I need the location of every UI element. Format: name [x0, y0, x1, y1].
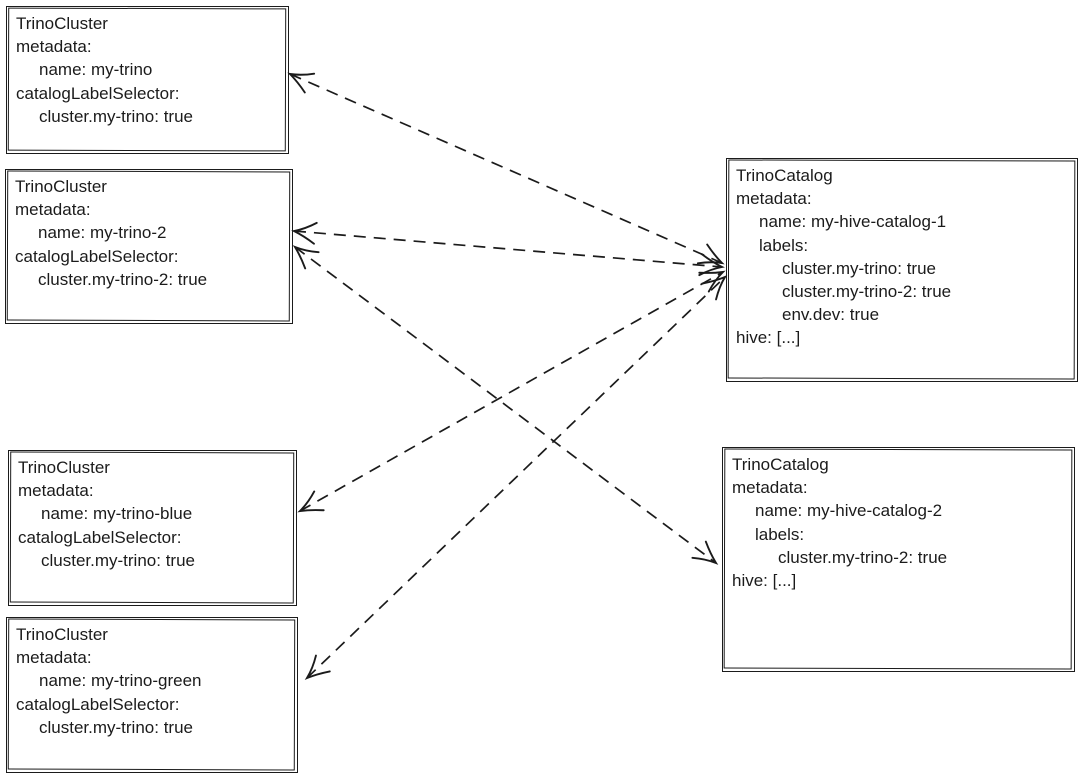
yaml-line: name: my-hive-catalog-2: [755, 501, 943, 521]
yaml-line: cluster.my-trino-2: true: [778, 547, 948, 567]
yaml-line: hive: [...]: [732, 571, 797, 591]
yaml-line: name: my-trino-2: [38, 223, 167, 243]
yaml-line: hive: [...]: [736, 328, 801, 348]
yaml-line: cluster.my-trino: true: [39, 717, 193, 737]
edge-catalog-1--my-trino-blue: [297, 270, 726, 513]
yaml-line: cluster.my-trino-2: true: [38, 269, 208, 289]
node-trinocatalog-my-hive-catalog-1: TrinoCatalog metadata: name: my-hive-catal…: [726, 158, 1078, 382]
yaml-line: metadata:: [15, 200, 91, 220]
yaml-line: metadata:: [736, 189, 812, 209]
yaml-line: catalogLabelSelector:: [15, 246, 179, 266]
node-trinocluster-my-trino-green: TrinoCluster metadata: name: my-trino-gree…: [6, 617, 298, 773]
yaml-line: metadata:: [16, 37, 92, 57]
node-trinocluster-my-trino: TrinoCluster metadata: name: my-trino catal…: [6, 6, 289, 154]
yaml-line: catalogLabelSelector:: [16, 694, 180, 714]
yaml-line: TrinoCatalog: [732, 455, 829, 474]
yaml-line: name: my-trino-blue: [41, 504, 193, 524]
yaml-line: metadata:: [732, 478, 808, 498]
yaml-line: name: my-hive-catalog-1: [759, 212, 947, 232]
yaml-line: cluster.my-trino: true: [41, 550, 195, 570]
yaml-line: catalogLabelSelector:: [18, 527, 182, 547]
yaml-line: cluster.my-trino: true: [782, 258, 936, 278]
edge-catalog-1--my-trino-green: [304, 275, 728, 680]
yaml-line: metadata:: [16, 648, 92, 668]
yaml-line: metadata:: [18, 481, 94, 501]
yaml-line: TrinoCluster: [18, 458, 110, 477]
yaml-line: TrinoCatalog: [736, 166, 833, 185]
yaml-line: name: my-trino: [39, 60, 153, 80]
node-trinocluster-my-trino-2: TrinoCluster metadata: name: my-trino-2 cat…: [5, 169, 293, 324]
yaml-line: TrinoCluster: [16, 625, 108, 644]
edge-catalog-1--my-trino: [287, 72, 725, 265]
yaml-line: labels:: [755, 524, 805, 544]
yaml-line: cluster.my-trino: true: [39, 106, 193, 126]
yaml-line: TrinoCluster: [16, 14, 108, 33]
yaml-line: env.dev: true: [782, 305, 880, 325]
yaml-line: catalogLabelSelector:: [16, 83, 180, 103]
yaml-line: name: my-trino-green: [39, 671, 202, 691]
node-trinocatalog-my-hive-catalog-2: TrinoCatalog metadata: name: my-hive-catal…: [722, 447, 1075, 672]
yaml-line: TrinoCluster: [15, 177, 107, 196]
edge-my-trino-2--catalog-2: [292, 245, 719, 565]
edge-catalog-1--my-trino-2: [291, 221, 725, 277]
yaml-line: cluster.my-trino-2: true: [782, 282, 952, 302]
yaml-line: labels:: [759, 235, 809, 255]
node-trinocluster-my-trino-blue: TrinoCluster metadata: name: my-trino-blue…: [8, 450, 297, 606]
